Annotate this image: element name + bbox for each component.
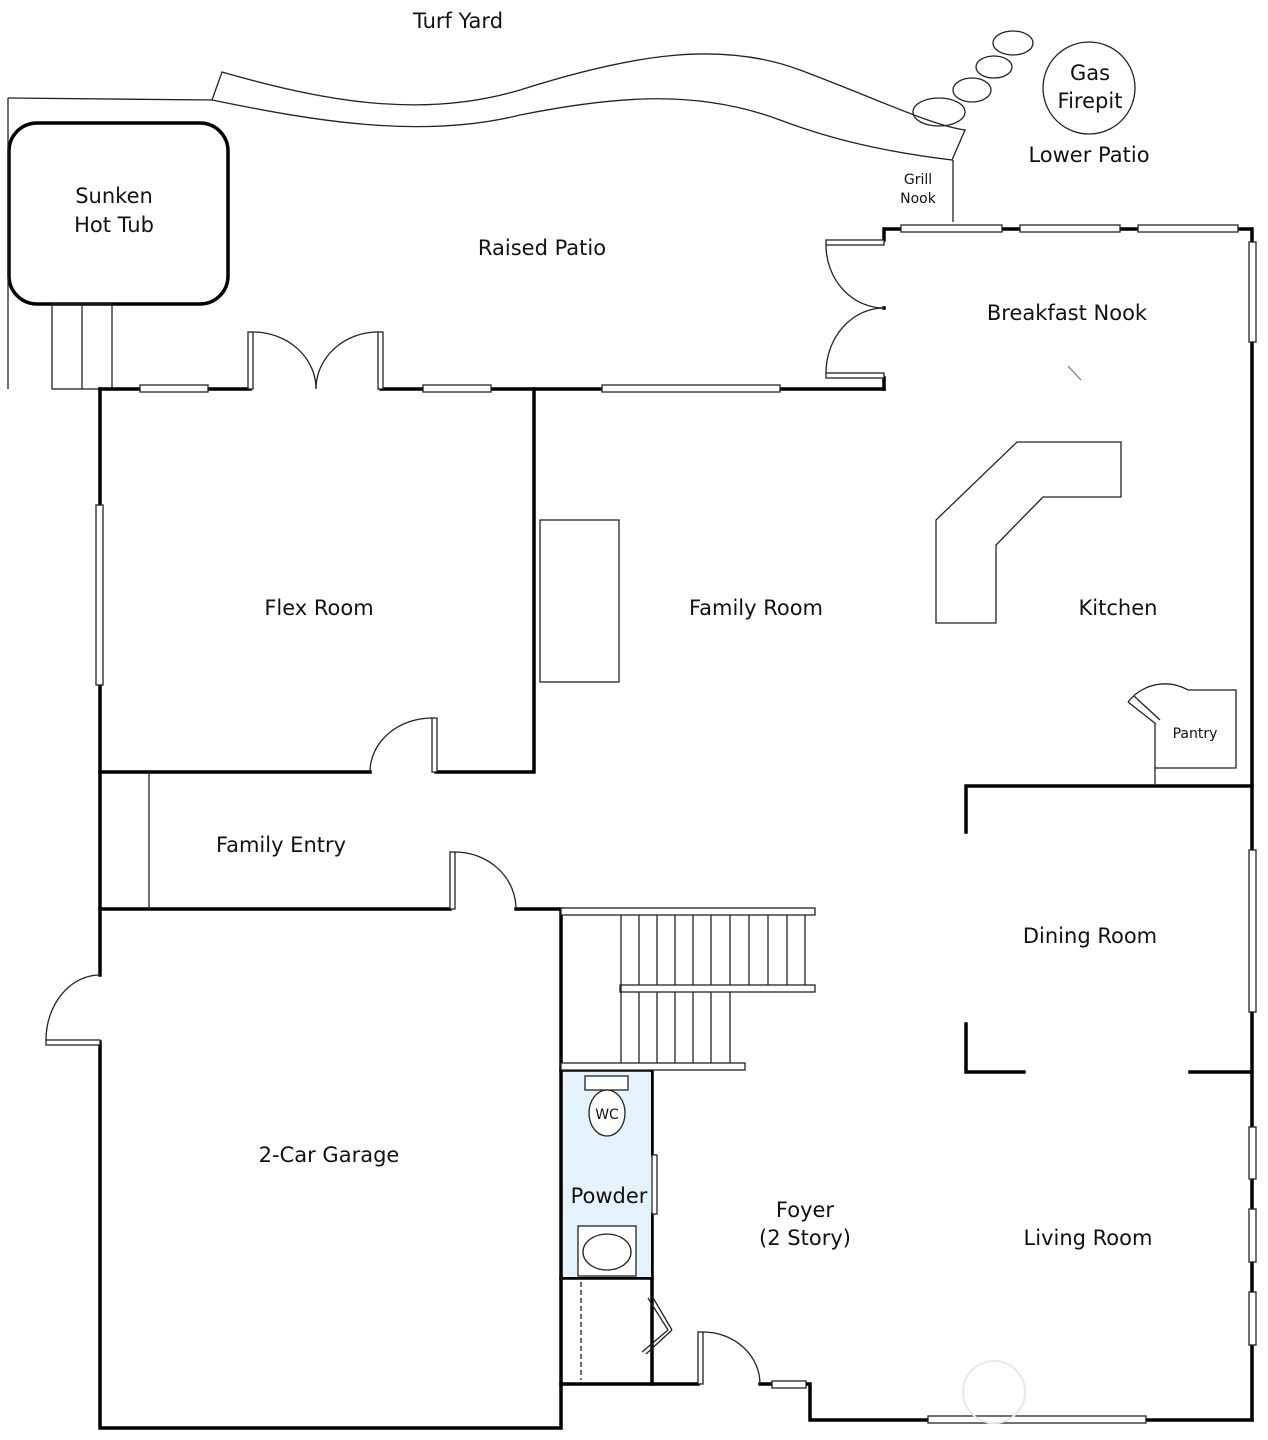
gas-firepit bbox=[1042, 41, 1136, 135]
label-kitchen: Kitchen bbox=[1079, 596, 1158, 620]
flex-room-door bbox=[369, 717, 438, 773]
window bbox=[1248, 849, 1257, 1013]
label-grill-nook: Nook bbox=[900, 191, 937, 207]
window bbox=[900, 224, 1003, 233]
label-flex-room: Flex Room bbox=[264, 596, 373, 620]
window bbox=[95, 504, 104, 686]
label-turf-yard: Turf Yard bbox=[412, 9, 503, 33]
toilet-tank bbox=[584, 1075, 629, 1091]
label-lower-patio: Lower Patio bbox=[1028, 143, 1149, 167]
window bbox=[601, 384, 781, 393]
label-family-entry: Family Entry bbox=[216, 833, 346, 857]
patio-double-door bbox=[247, 331, 384, 390]
label-pantry: Pantry bbox=[1173, 726, 1218, 742]
label-gas-firepit: Firepit bbox=[1058, 89, 1123, 113]
label-hot-tub: Sunken bbox=[75, 184, 153, 208]
window bbox=[927, 1415, 1147, 1424]
label-gas-firepit: Gas bbox=[1070, 61, 1110, 85]
window bbox=[422, 384, 492, 393]
stepping-stone bbox=[992, 30, 1034, 56]
label-hot-tub: Hot Tub bbox=[74, 213, 154, 237]
window bbox=[771, 1380, 807, 1389]
pantry-closet bbox=[1154, 689, 1237, 769]
sunken-hot-tub bbox=[7, 121, 230, 306]
label-grill-nook: Grill bbox=[904, 172, 932, 188]
room-labels: Turf Yard Gas Firepit Lower Patio Grill … bbox=[74, 9, 1217, 1250]
kitchen-island bbox=[935, 441, 1122, 624]
windows bbox=[95, 224, 1257, 1424]
window bbox=[139, 384, 209, 393]
exterior-walls bbox=[98, 227, 1254, 1430]
nook-mark bbox=[1067, 365, 1082, 381]
label-living-room: Living Room bbox=[1024, 1226, 1153, 1250]
stepping-stone bbox=[952, 77, 992, 103]
pantry-door bbox=[1127, 683, 1189, 725]
closet-bifold-door bbox=[641, 1295, 673, 1355]
stepping-stone bbox=[912, 97, 966, 127]
fireplace bbox=[539, 519, 620, 683]
label-family-room: Family Room bbox=[689, 596, 823, 620]
watermark bbox=[962, 1360, 1026, 1424]
fixtures bbox=[148, 365, 1237, 1380]
walkway-path bbox=[7, 53, 966, 161]
front-door bbox=[697, 1331, 761, 1385]
label-foyer: (2 Story) bbox=[759, 1226, 851, 1250]
window bbox=[1019, 224, 1121, 233]
window bbox=[1248, 1291, 1257, 1346]
label-powder: Powder bbox=[571, 1184, 648, 1208]
window bbox=[1248, 241, 1257, 343]
label-wc: WC bbox=[595, 1107, 619, 1123]
window bbox=[1137, 224, 1239, 233]
label-garage: 2-Car Garage bbox=[259, 1143, 400, 1167]
sink bbox=[582, 1233, 632, 1271]
nook-double-door bbox=[825, 239, 885, 379]
label-breakfast-nook: Breakfast Nook bbox=[987, 301, 1148, 325]
stepping-stone bbox=[975, 55, 1013, 79]
window bbox=[1248, 1208, 1257, 1263]
outdoor-area bbox=[7, 30, 1136, 222]
hot-tub-steps bbox=[51, 303, 113, 390]
toilet-bowl bbox=[588, 1089, 626, 1137]
doors bbox=[45, 239, 1189, 1385]
staircase bbox=[560, 907, 816, 1071]
garage-entry-door bbox=[449, 851, 517, 910]
garage-side-door bbox=[45, 974, 101, 1046]
powder-fixtures bbox=[577, 1075, 637, 1277]
window bbox=[1248, 1126, 1257, 1180]
label-dining-room: Dining Room bbox=[1023, 924, 1157, 948]
label-foyer: Foyer bbox=[776, 1198, 835, 1222]
window bbox=[651, 1154, 658, 1215]
label-raised-patio: Raised Patio bbox=[478, 236, 606, 260]
